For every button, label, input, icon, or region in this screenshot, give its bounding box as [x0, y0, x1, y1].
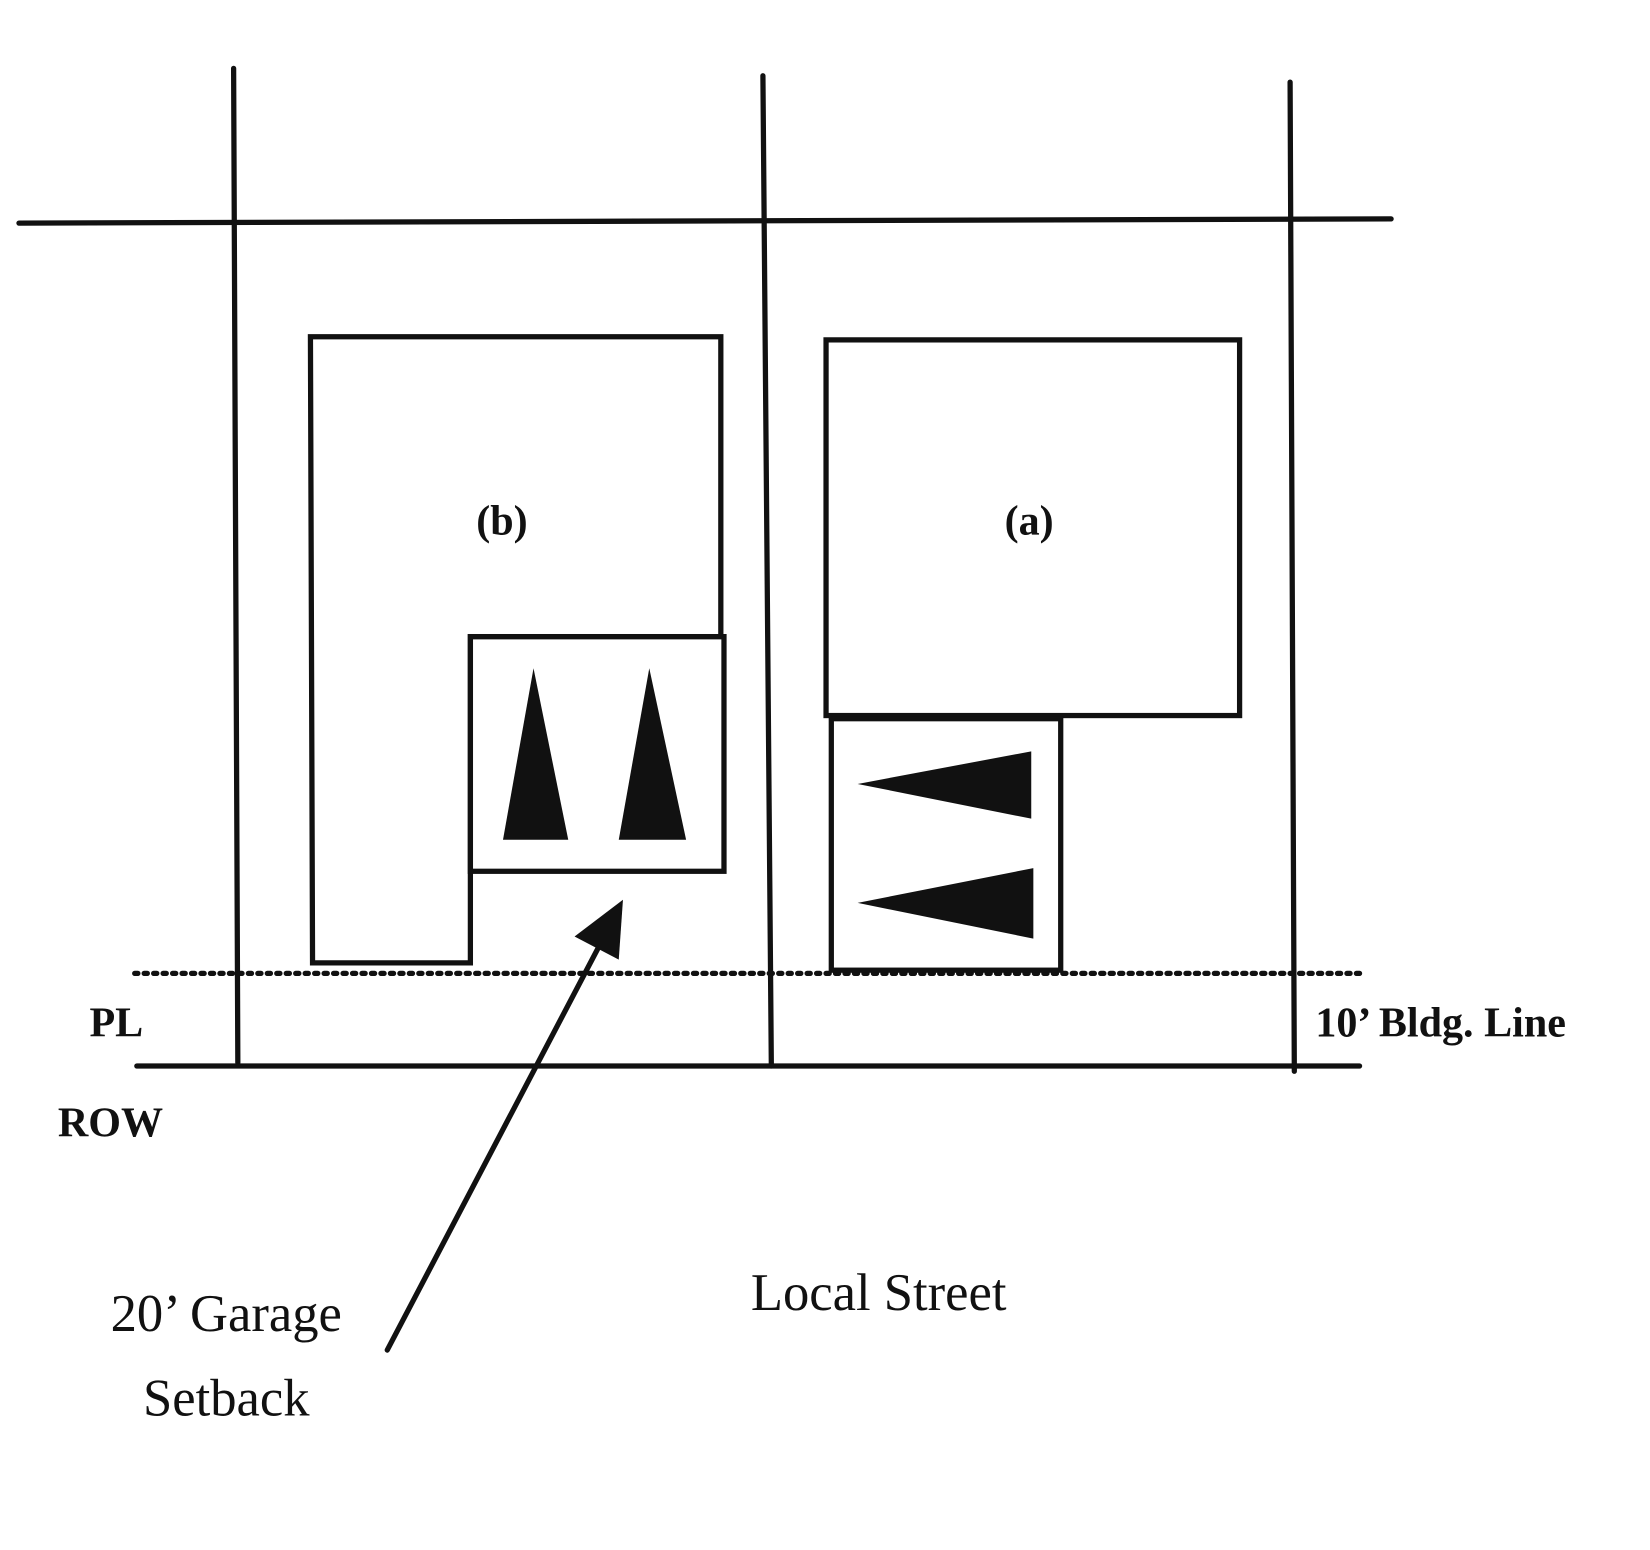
rear-lot-line — [16, 216, 1394, 226]
garage-a — [828, 716, 1064, 973]
lot-b-label: (b) — [476, 498, 527, 545]
garage-setback-label-2: Setback — [143, 1369, 310, 1427]
car-a-2-icon — [857, 868, 1034, 939]
garage-b — [467, 633, 727, 874]
house-a — [823, 337, 1243, 719]
pl-label: PL — [89, 999, 143, 1046]
building-line-label: 10’ Bldg. Line — [1315, 999, 1566, 1046]
side-lot-line-right — [1287, 79, 1297, 1074]
car-b-1-icon — [503, 668, 569, 840]
side-lot-line-left — [230, 65, 241, 1066]
row-label: ROW — [58, 1099, 163, 1146]
arrow-head-icon — [574, 899, 623, 960]
setback-arrow — [384, 918, 616, 1353]
street-label: Local Street — [751, 1264, 1007, 1322]
side-lot-line-middle — [760, 73, 774, 1069]
car-b-2-icon — [618, 668, 687, 840]
garage-setback-label-1: 20’ Garage — [111, 1285, 342, 1343]
car-a-1-icon — [857, 751, 1032, 819]
lot-a-label: (a) — [1005, 498, 1054, 545]
